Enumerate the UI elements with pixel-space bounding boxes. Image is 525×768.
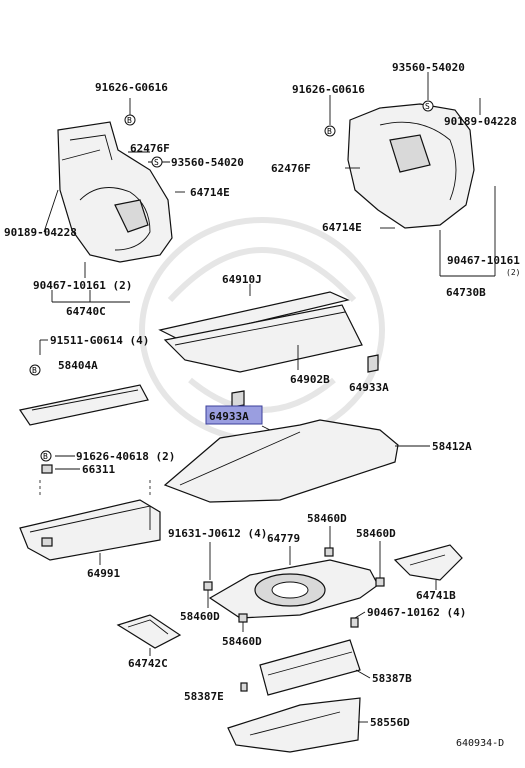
label-58387e[interactable]: 58387E — [184, 690, 224, 703]
screw-icon-letter: S — [154, 158, 159, 167]
clip-part[interactable] — [350, 617, 359, 628]
screw-icon-letter: S — [425, 102, 430, 111]
label-90467-10161-left[interactable]: 90467-10161 (2) — [33, 279, 132, 292]
label-58460d-right[interactable]: 58460D — [356, 527, 396, 540]
label-58387b[interactable]: 58387B — [372, 672, 412, 685]
dashed-guides — [39, 480, 151, 495]
label-64730b[interactable]: 64730B — [446, 286, 486, 299]
bolt-icon-letter: B — [32, 366, 37, 375]
clip-part[interactable] — [324, 547, 334, 557]
spare-cover-part[interactable] — [208, 559, 379, 619]
label-91631-j0612[interactable]: 91631-J0612 (4) — [168, 527, 267, 540]
label-58460d-top[interactable]: 58460D — [307, 512, 347, 525]
bolt-icon — [324, 125, 336, 137]
right-quarter-trim-part[interactable] — [347, 103, 475, 229]
label-90467-10161-right-qty: (2) — [506, 268, 520, 277]
label-64991[interactable]: 64991 — [87, 567, 120, 580]
bolt-icon-letter: B — [127, 116, 132, 125]
label-64714e-left[interactable]: 64714E — [190, 186, 230, 199]
label-64902b[interactable]: 64902B — [290, 373, 330, 386]
label-91626-g0616-right[interactable]: 91626-G0616 — [292, 83, 365, 96]
label-64714e-right[interactable]: 64714E — [322, 221, 362, 234]
leader-90467-10162 — [354, 611, 366, 619]
label-66311[interactable]: 66311 — [82, 463, 115, 476]
clip-part[interactable] — [375, 577, 385, 587]
clip-part[interactable] — [240, 682, 248, 692]
label-93560-54020-right[interactable]: 93560-54020 — [392, 61, 465, 74]
clip-part[interactable] — [238, 613, 248, 623]
label-64933a-highlight[interactable]: 64933A — [209, 410, 249, 423]
hook-part-highlighted[interactable] — [231, 390, 245, 408]
left-quarter-trim-part[interactable] — [57, 121, 173, 263]
screw-icon — [422, 100, 434, 112]
bolt-icon — [40, 450, 52, 462]
leader-58387b — [355, 669, 371, 679]
right-connector-lines — [329, 72, 496, 277]
side-cover-left-part[interactable] — [116, 614, 182, 649]
screw-icon — [151, 156, 163, 168]
bolt-icon-letter: B — [327, 127, 332, 136]
clip-part[interactable] — [203, 581, 213, 591]
bolt-icon — [29, 364, 41, 376]
diagram-id: 640934-D — [456, 738, 504, 749]
label-64740c[interactable]: 64740C — [66, 305, 106, 318]
hook-part[interactable] — [367, 354, 379, 373]
leader-64933a-highlight — [261, 425, 271, 431]
label-93560-54020-left[interactable]: 93560-54020 — [171, 156, 244, 169]
label-64779[interactable]: 64779 — [267, 532, 300, 545]
floor-mat-part[interactable] — [227, 697, 361, 753]
label-91626-40618[interactable]: 91626-40618 (2) — [76, 450, 175, 463]
label-64933a-right[interactable]: 64933A — [349, 381, 389, 394]
tonneau-cover-part[interactable] — [158, 291, 363, 373]
label-90467-10161-right[interactable]: 90467-10161 — [447, 254, 520, 267]
label-62476f-left[interactable]: 62476F — [130, 142, 170, 155]
label-64741b[interactable]: 64741B — [416, 589, 456, 602]
bolt-icon — [124, 114, 136, 126]
rear-panel-part[interactable] — [259, 639, 361, 696]
label-62476f-right[interactable]: 62476F — [271, 162, 311, 175]
label-58404a[interactable]: 58404A — [58, 359, 98, 372]
label-64910j[interactable]: 64910J — [222, 273, 262, 286]
label-58460d-left[interactable]: 58460D — [180, 610, 220, 623]
deck-board-part[interactable] — [163, 419, 399, 503]
side-cover-right-part[interactable] — [393, 544, 463, 581]
side-board-part[interactable] — [19, 384, 149, 426]
label-90189-04228-left[interactable]: 90189-04228 — [4, 226, 77, 239]
label-91511-g0614[interactable]: 91511-G0614 (4) — [50, 334, 149, 347]
bolt-icon-letter: B — [43, 452, 48, 461]
highlight-box[interactable] — [205, 405, 263, 425]
label-58412a[interactable]: 58412A — [432, 440, 472, 453]
storage-box-part[interactable] — [19, 499, 161, 561]
label-90189-04228-right[interactable]: 90189-04228 — [444, 115, 517, 128]
label-90467-10162[interactable]: 90467-10162 (4) — [367, 606, 466, 619]
label-91626-g0616-left[interactable]: 91626-G0616 — [95, 81, 168, 94]
label-58460d-bottom[interactable]: 58460D — [222, 635, 262, 648]
label-58556d[interactable]: 58556D — [370, 716, 410, 729]
label-64742c[interactable]: 64742C — [128, 657, 168, 670]
clip-part[interactable] — [41, 464, 53, 474]
